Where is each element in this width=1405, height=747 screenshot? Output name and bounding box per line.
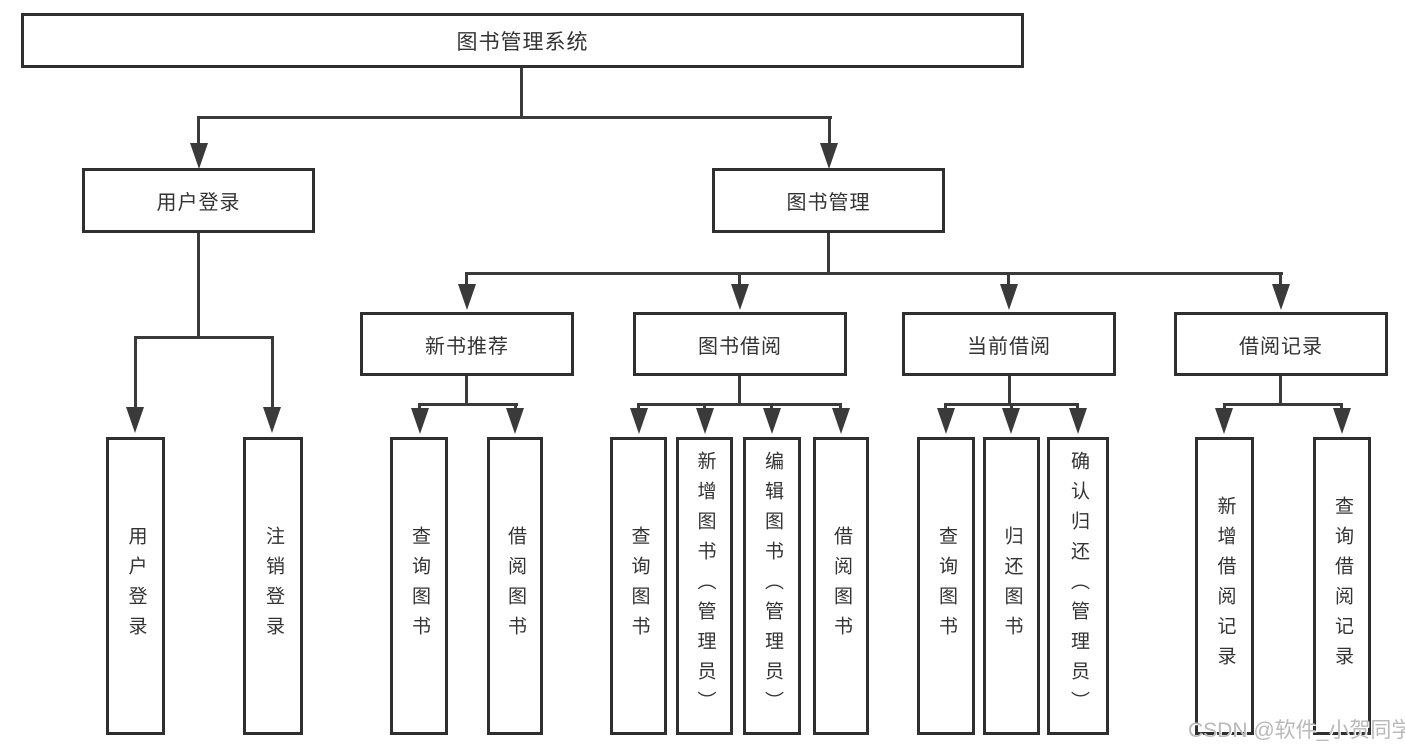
arrowhead	[1333, 408, 1351, 434]
arrowhead	[190, 143, 208, 169]
connector-current-borrowing-stem	[1008, 376, 1011, 405]
node-label: 查询借阅记录	[1331, 496, 1353, 676]
arrowhead	[937, 408, 955, 434]
node-label: 借阅图书	[504, 526, 526, 646]
connector-book-management-crossbar	[466, 272, 1283, 275]
connector-book-borrowing-crossbar	[637, 403, 842, 406]
arrowhead	[1002, 408, 1020, 434]
connector-borrowing-records-stem	[1279, 376, 1282, 405]
node-label: 注销登录	[262, 526, 284, 646]
node-new-book-recommendation: 新书推荐	[360, 312, 574, 376]
arrowhead	[696, 408, 714, 434]
connector-book-borrowing-stem	[738, 376, 741, 405]
node-label: 新增图书（管理员）	[694, 451, 716, 721]
arrowhead	[731, 284, 749, 310]
node-borrowing-records: 借阅记录	[1174, 312, 1388, 376]
node-label: 编辑图书（管理员）	[761, 451, 783, 721]
node-label: 借阅图书	[830, 526, 852, 646]
node-add-books-admin: 新增图书（管理员）	[676, 437, 733, 735]
connector-user-login-crossbar	[134, 336, 274, 339]
node-label: 借阅记录	[1239, 335, 1323, 358]
node-label: 图书管理系统	[456, 30, 589, 54]
node-query-borrow-record: 查询借阅记录	[1313, 437, 1371, 735]
node-borrow-books-borrowing: 借阅图书	[813, 437, 869, 735]
node-edit-books-admin: 编辑图书（管理员）	[743, 437, 801, 735]
arrowhead	[411, 408, 429, 434]
node-user-login: 用户登录	[82, 168, 315, 233]
node-label: 查询图书	[628, 526, 650, 646]
connector-to-book-management	[828, 116, 831, 146]
connector-root-stem	[520, 68, 523, 117]
node-query-books-current: 查询图书	[917, 437, 975, 735]
node-label: 归还图书	[1001, 526, 1023, 646]
connector-new-book-crossbar	[418, 403, 518, 406]
node-label: 当前借阅	[967, 335, 1051, 358]
node-logout: 注销登录	[243, 437, 303, 735]
connector-to-user-login-leaf	[134, 336, 137, 411]
connector-to-user-login	[197, 116, 200, 146]
node-label: 新增借阅记录	[1214, 496, 1236, 676]
connector-to-book-borrowing	[738, 272, 741, 288]
arrowhead	[630, 408, 648, 434]
node-label: 查询图书	[408, 526, 430, 646]
node-user-login-leaf: 用户登录	[106, 437, 165, 735]
connector-to-borrowing-records	[1279, 272, 1282, 288]
node-return-books: 归还图书	[983, 437, 1040, 735]
node-add-borrow-record: 新增借阅记录	[1195, 437, 1254, 735]
node-query-books-newbook: 查询图书	[390, 437, 448, 735]
node-label: 确认归还（管理员）	[1067, 451, 1089, 721]
arrowhead	[1069, 408, 1087, 434]
arrowhead	[763, 408, 781, 434]
node-label: 图书管理	[786, 192, 871, 214]
connector-new-book-stem	[465, 376, 468, 405]
connector-to-current-borrowing	[1007, 272, 1010, 288]
connector-borrowing-records-crossbar	[1223, 403, 1343, 406]
arrowhead	[263, 407, 281, 433]
node-current-borrowing: 当前借阅	[902, 312, 1116, 376]
node-book-borrowing: 图书借阅	[633, 312, 847, 376]
arrowhead	[1272, 284, 1290, 310]
node-label: 查询图书	[935, 526, 957, 646]
arrowhead	[832, 408, 850, 434]
connector-to-new-book	[465, 272, 468, 288]
arrowhead	[458, 284, 476, 310]
arrowhead	[820, 143, 838, 169]
arrowhead	[1215, 408, 1233, 434]
node-label: 新书推荐	[425, 335, 509, 358]
connector-user-login-stem	[197, 233, 200, 337]
node-book-management: 图书管理	[712, 168, 945, 233]
arrowhead	[126, 407, 144, 433]
node-label: 图书借阅	[698, 335, 782, 358]
node-borrow-books-newbook: 借阅图书	[487, 437, 543, 735]
node-library-management-system: 图书管理系统	[21, 13, 1024, 68]
connector-root-crossbar	[197, 116, 832, 119]
watermark: CSDN @软件_小贺同学	[1188, 719, 1405, 742]
node-query-books-borrowing: 查询图书	[610, 437, 667, 735]
connector-book-management-stem	[827, 233, 830, 274]
node-confirm-return-admin: 确认归还（管理员）	[1047, 437, 1109, 735]
node-label: 用户登录	[156, 192, 241, 214]
node-label: 用户登录	[125, 526, 147, 646]
arrowhead	[506, 408, 524, 434]
arrowhead	[1000, 284, 1018, 310]
connector-to-logout	[271, 336, 274, 411]
